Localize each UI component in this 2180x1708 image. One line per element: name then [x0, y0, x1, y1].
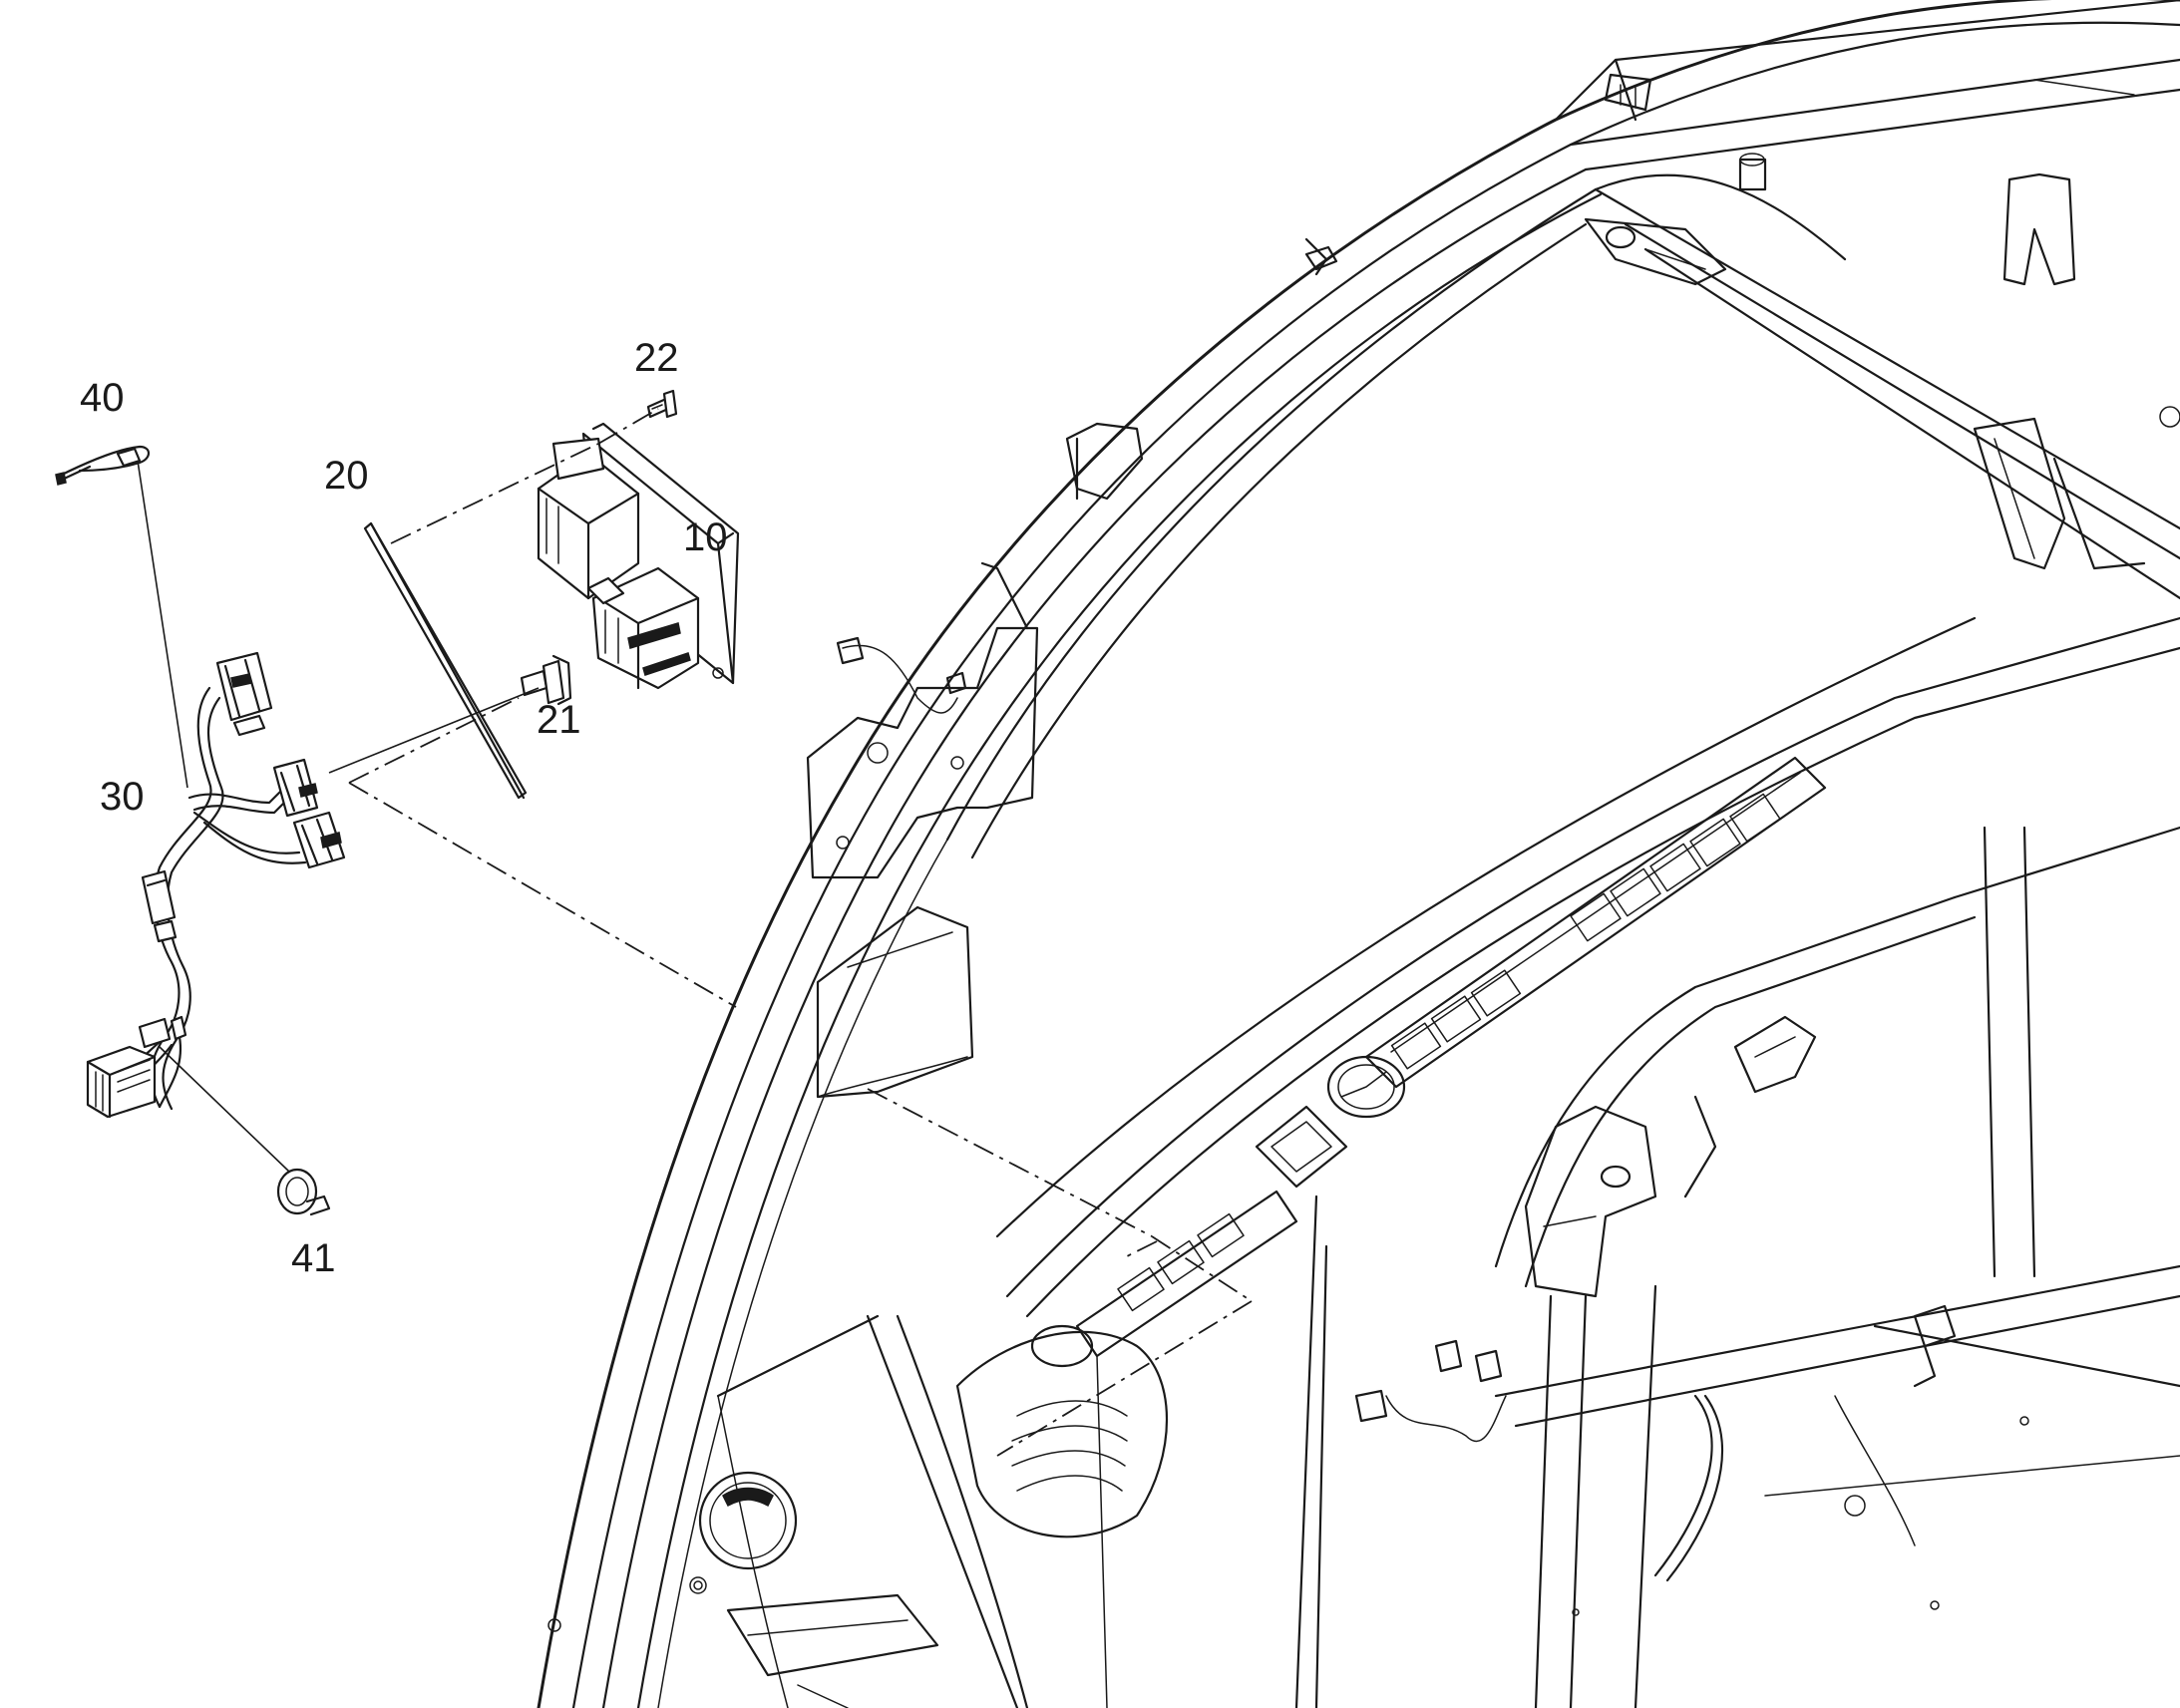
- callout-labels: 10 20 21 22 30 40 41: [80, 336, 728, 1280]
- switch-bank-lower: [1390, 969, 1522, 1070]
- part-10-control-module: [537, 422, 740, 690]
- part-30-wiring-harness: [86, 651, 346, 1119]
- part-40-cable-tie: [55, 445, 151, 486]
- callout-20: 20: [324, 454, 369, 498]
- callout-41: 41: [291, 1236, 336, 1280]
- callout-22: 22: [634, 336, 679, 380]
- part-22-screw: [646, 389, 678, 419]
- part-21-push-pin: [520, 654, 572, 706]
- leader-lines: [137, 460, 540, 1173]
- switch-bank-upper: [1570, 793, 1781, 942]
- callout-21: 21: [537, 698, 581, 742]
- callout-30: 30: [100, 775, 145, 819]
- part-41-clamp: [276, 1168, 331, 1216]
- cab-frame: [537, 0, 2180, 1708]
- assembly-lines: [348, 408, 1253, 1457]
- callout-40: 40: [80, 376, 125, 420]
- callout-10: 10: [683, 515, 728, 559]
- part-20-gasket: [363, 521, 528, 800]
